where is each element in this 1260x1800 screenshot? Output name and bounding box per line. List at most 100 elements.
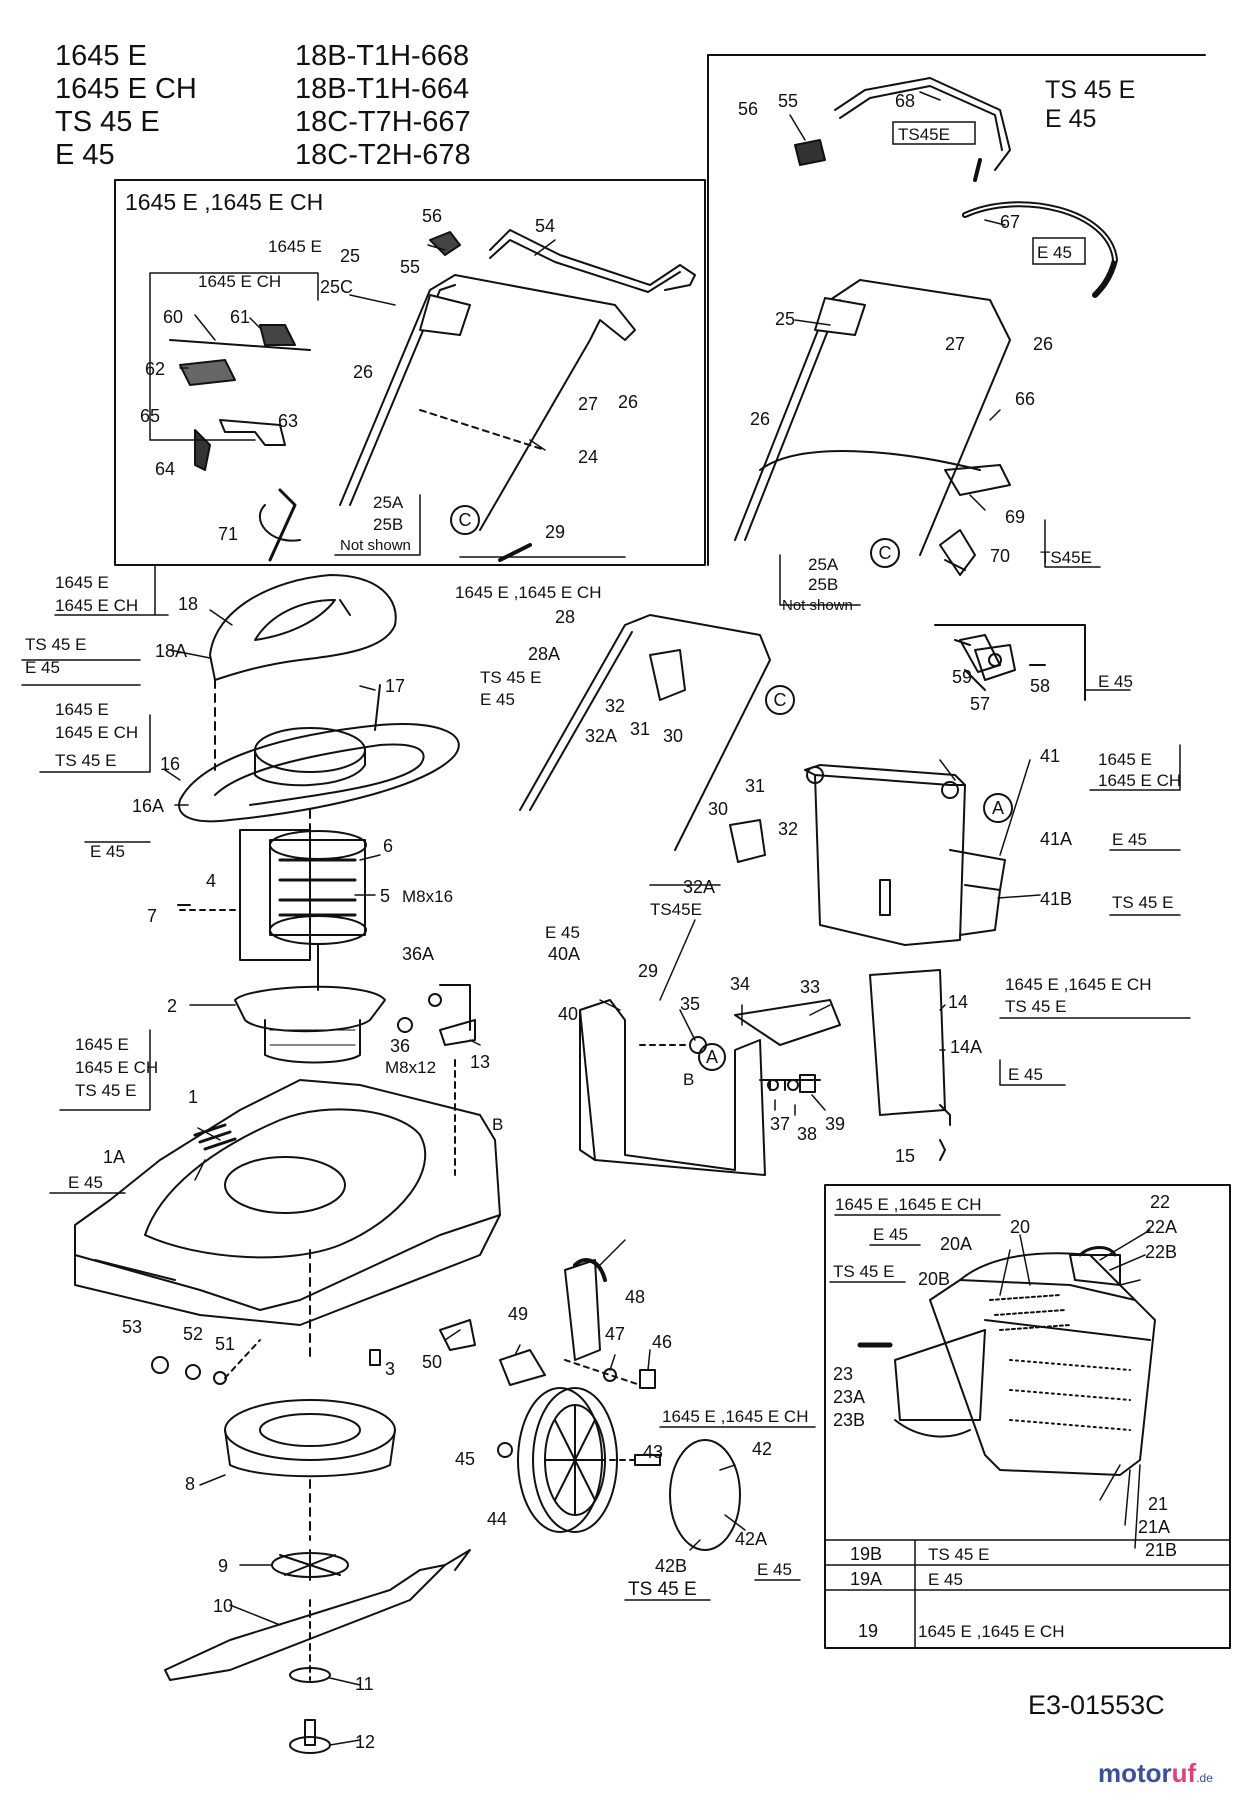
- part-number: 24: [578, 447, 598, 467]
- model-name: 1645 E: [55, 40, 147, 72]
- variant-label: 1645 E: [75, 1035, 129, 1054]
- part-number: 42B: [655, 1556, 687, 1576]
- part-number: 42: [752, 1439, 772, 1459]
- handle-1645: [169, 229, 696, 562]
- brand-logo: motoruf.de: [1098, 1758, 1213, 1789]
- part-number: 66: [1015, 389, 1035, 409]
- variant-label: 1645 E CH: [55, 723, 138, 742]
- section-labels: 1645 E ,1645 E CH 1645 E 1645 E CH 25A 2…: [25, 76, 1181, 1641]
- part-number: 51: [215, 1334, 235, 1354]
- variant-label: TS 45 E: [628, 1579, 697, 1600]
- variant-label: 1645 E ,1645 E CH: [918, 1622, 1064, 1641]
- part-number: 31: [745, 776, 765, 796]
- part-number: 35: [680, 994, 700, 1014]
- part-number: 18A: [155, 641, 187, 661]
- variant-label: 1645 E: [1098, 750, 1152, 769]
- part-number: 23A: [833, 1387, 865, 1407]
- hardware-51-53: [151, 1339, 261, 1385]
- variant-label: TS 45 E: [1005, 997, 1066, 1016]
- part-number: 25: [340, 246, 360, 266]
- part-number: 41: [1040, 746, 1060, 766]
- note-25a: 25A: [373, 493, 404, 512]
- variant-label: 1645 E ,1645 E CH: [835, 1195, 981, 1214]
- part-number: 56: [738, 99, 758, 119]
- handle-ts45-e45: [734, 77, 1118, 691]
- variant-label: 1645 E: [55, 700, 109, 719]
- note-25a: 25A: [808, 555, 839, 574]
- variant-label: TS 45 E: [480, 668, 541, 687]
- part-number: 34: [730, 974, 750, 994]
- label-boxes: [892, 121, 1086, 265]
- grassbag-frame: [824, 1184, 1231, 1649]
- variant-label: E 45: [25, 658, 60, 677]
- part-number: 53: [122, 1317, 142, 1337]
- model-name: TS 45 E: [55, 106, 160, 138]
- variant-label: E 45: [68, 1173, 103, 1192]
- variant-tag: TS45E: [1040, 548, 1092, 567]
- part-number: 36: [390, 1036, 410, 1056]
- part-number: 27: [578, 394, 598, 414]
- air-guide: [224, 1399, 396, 1541]
- brand-accent: uf: [1171, 1758, 1197, 1788]
- part-number: 29: [638, 961, 658, 981]
- part-number: 69: [1005, 507, 1025, 527]
- part-number: 63: [278, 411, 298, 431]
- drawing-code: E3-01553C: [1028, 1690, 1165, 1720]
- variant-label: E 45: [545, 923, 580, 942]
- marker-b: B: [492, 1115, 503, 1134]
- variant-label: 1645 E ,1645 E CH: [662, 1407, 808, 1426]
- part-number: 20: [1010, 1217, 1030, 1237]
- variant-label: E 45: [90, 842, 125, 861]
- variant-label: TS 45 E: [1045, 76, 1135, 104]
- part-number: 65: [140, 406, 160, 426]
- part-number: 33: [800, 977, 820, 997]
- handle-1645-frame: [114, 179, 706, 566]
- flap: [869, 969, 951, 1161]
- section-title: 1645 E ,1645 E CH: [125, 189, 323, 215]
- part-number: 32A: [585, 726, 617, 746]
- motor-cover: [178, 684, 460, 841]
- part-number: 59: [952, 667, 972, 687]
- part-numbers: 56 55 54 25 25C 26 27 26 24 29 60 61 62 …: [103, 91, 1177, 1752]
- part-number: 1A: [103, 1147, 125, 1167]
- part-number: 44: [487, 1509, 507, 1529]
- part-number: 21A: [1138, 1517, 1170, 1537]
- variant-label: E 45: [873, 1225, 908, 1244]
- part-number: 32: [605, 696, 625, 716]
- part-number: 42A: [735, 1529, 767, 1549]
- part-number: 19A: [850, 1569, 882, 1589]
- model-name: E 45: [55, 139, 115, 171]
- part-number: 16: [160, 754, 180, 774]
- part-number: 57: [970, 694, 990, 714]
- top-cover: [209, 574, 397, 771]
- part-number: 10: [213, 1596, 233, 1616]
- not-shown-note: Not shown: [782, 597, 853, 614]
- variant-label: TS 45 E: [55, 751, 116, 770]
- part-number: 25: [775, 309, 795, 329]
- part-number: 54: [535, 216, 555, 236]
- marker-c: C: [879, 543, 892, 563]
- brand-main: motor: [1098, 1758, 1172, 1788]
- part-number: 36A: [402, 944, 434, 964]
- part-number: 47: [605, 1324, 625, 1344]
- part-number: 27: [945, 334, 965, 354]
- variant-label: 1645 E ,1645 E CH: [1005, 975, 1151, 994]
- part-number: 26: [1033, 334, 1053, 354]
- part-number: 28: [555, 607, 575, 627]
- variant-label: TS 45 E: [833, 1262, 894, 1281]
- part-number: 45: [455, 1449, 475, 1469]
- part-number: 50: [422, 1352, 442, 1372]
- part-number: 19: [858, 1621, 878, 1641]
- part-number: 68: [895, 91, 915, 111]
- washer: [289, 1667, 331, 1683]
- note-25b: 25B: [373, 515, 403, 534]
- variant-label: E 45: [1008, 1065, 1043, 1084]
- part-number: 38: [797, 1124, 817, 1144]
- part-number: 15: [895, 1146, 915, 1166]
- part-number: 28A: [528, 644, 560, 664]
- part-number: 40A: [548, 944, 580, 964]
- wheel-adapter: [439, 1258, 656, 1389]
